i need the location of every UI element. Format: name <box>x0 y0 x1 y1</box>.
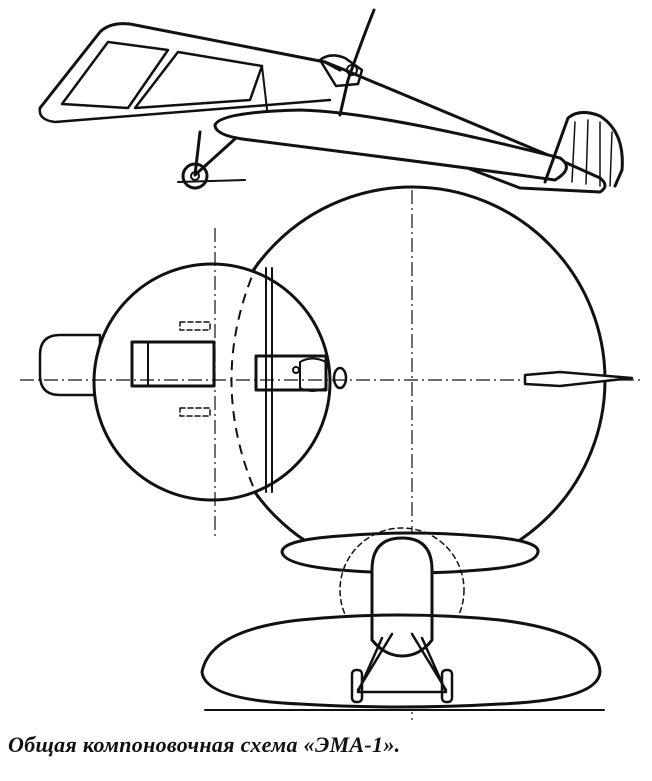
side-view <box>38 8 624 194</box>
top-view-tail-box <box>130 340 216 388</box>
side-view-window-front <box>60 40 170 110</box>
side-view-wing <box>213 108 568 182</box>
front-view-wing <box>200 613 602 709</box>
top-view-stabilizer-disk <box>92 262 332 502</box>
side-view-landing-gear <box>193 130 238 177</box>
side-view-cabin <box>38 22 342 110</box>
top-view-nose <box>523 370 634 388</box>
front-view-landing-gear <box>356 632 448 694</box>
side-view-fuselage <box>323 60 607 194</box>
side-view-propeller <box>338 8 376 117</box>
side-view-engine <box>318 54 364 88</box>
front-view-right-wheel <box>440 668 454 704</box>
side-view-wheel <box>181 162 209 190</box>
front-view <box>200 527 605 711</box>
top-view-spinner <box>332 366 348 390</box>
front-view-left-wheel <box>350 668 364 704</box>
top-view-tail-boom-end <box>38 333 102 397</box>
side-view-window-rear <box>133 50 264 110</box>
model-aircraft-layout-drawing <box>20 8 640 720</box>
figure-caption: Общая компоновочная схема «ЭМА-1». <box>8 732 401 757</box>
side-view-fin <box>543 111 624 188</box>
